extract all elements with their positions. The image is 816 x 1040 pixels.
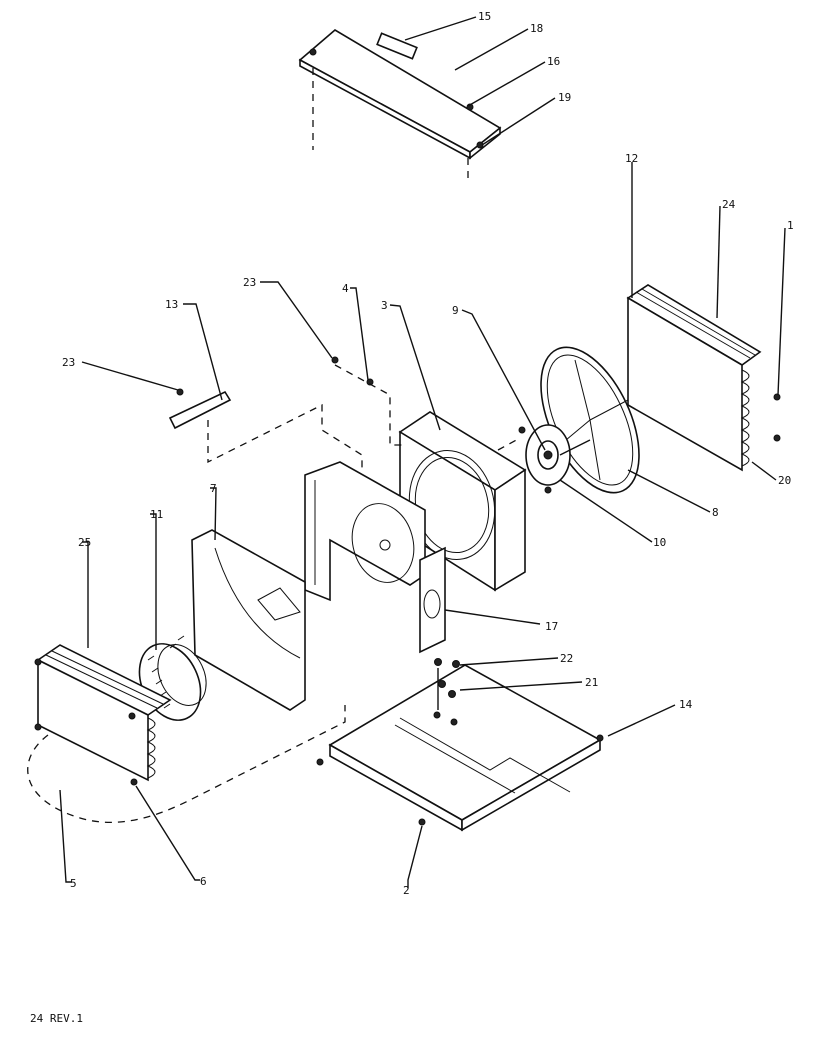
- mounting-hardware: [433, 658, 460, 726]
- callout-3: 3: [381, 299, 388, 312]
- leader-lines: [59, 16, 786, 888]
- alignment-lines: [27, 364, 521, 823]
- callout-21: 21: [585, 676, 598, 689]
- callout-22: 22: [560, 652, 573, 665]
- callout-23-top: 23: [243, 276, 256, 289]
- blower-scroll: [191, 529, 306, 711]
- callout-18: 18: [530, 22, 543, 35]
- callout-14: 14: [679, 698, 693, 711]
- callout-25: 25: [78, 536, 91, 549]
- control-bracket: [419, 546, 446, 654]
- callout-5: 5: [70, 877, 77, 890]
- callout-17: 17: [545, 620, 558, 633]
- base-pan: [316, 664, 604, 832]
- callout-12: 12: [625, 152, 638, 165]
- callout-4: 4: [342, 282, 349, 295]
- callout-7: 7: [210, 482, 217, 495]
- callout-8: 8: [712, 506, 719, 519]
- callout-15: 15: [478, 10, 491, 23]
- callout-10: 10: [653, 536, 666, 549]
- callout-16: 16: [547, 55, 560, 68]
- callout-19: 19: [558, 91, 571, 104]
- callout-20: 20: [778, 474, 791, 487]
- callout-1: 1: [787, 219, 794, 232]
- callout-23-left: 23: [62, 356, 75, 369]
- callout-2: 2: [403, 884, 410, 897]
- callout-6: 6: [200, 875, 207, 888]
- callout-13: 13: [165, 298, 178, 311]
- evaporator-coil: [34, 644, 172, 786]
- condenser-coil: [626, 284, 781, 472]
- top-cover: [298, 29, 502, 180]
- fan-motor: [518, 424, 591, 494]
- callout-labels: 15 18 16 19 12 24 1 20 8 10 9 3 4 23 13 …: [62, 10, 794, 897]
- callout-9: 9: [452, 304, 459, 317]
- center-partition: [304, 461, 426, 602]
- revision-footer: 24 REV.1: [30, 1012, 83, 1025]
- bracket-13: [168, 356, 374, 430]
- callout-24: 24: [722, 198, 736, 211]
- callout-11: 11: [150, 508, 163, 521]
